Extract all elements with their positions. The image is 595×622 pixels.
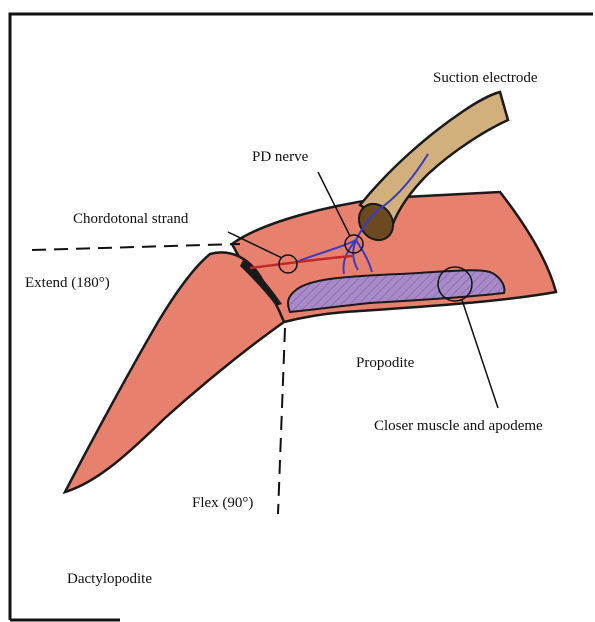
label-extend: Extend (180°) (25, 276, 110, 291)
muscle-leader (462, 300, 498, 408)
label-dactylopodite: Dactylopodite (67, 572, 152, 587)
extend-reference-line (32, 244, 240, 250)
flex-reference-line (278, 328, 285, 514)
label-closer-muscle: Closer muscle and apodeme (374, 419, 543, 434)
label-propodite: Propodite (356, 356, 414, 371)
label-chordotonal-strand: Chordotonal strand (73, 212, 188, 227)
label-pd-nerve: PD nerve (252, 150, 308, 165)
label-suction-electrode: Suction electrode (433, 71, 538, 86)
label-flex: Flex (90°) (192, 496, 253, 511)
